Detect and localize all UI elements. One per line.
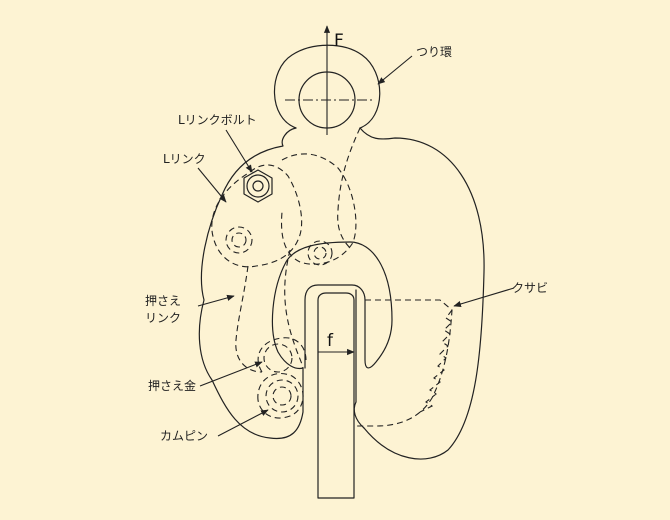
- force-label: F: [334, 31, 344, 51]
- hidden-lines: [211, 127, 453, 427]
- presser-metal-label: 押さえ金: [148, 378, 196, 393]
- leader-lines: [197, 55, 515, 437]
- pivot-circles: [225, 226, 333, 413]
- presser-link-label-line2: リンク: [145, 311, 181, 325]
- l-link-bolt-label: Lリンクボルト: [178, 113, 257, 127]
- presser-link-label-line1: 押さえ: [145, 294, 181, 308]
- clamp-body: [198, 127, 485, 460]
- lifting-eye-label: つり環: [416, 45, 452, 59]
- l-link-label: Lリンク: [163, 152, 206, 166]
- l-link-bolt: [243, 169, 273, 203]
- jaw-opening-label: f: [327, 331, 334, 351]
- steel-plate: [317, 292, 355, 499]
- cam-pin-label: カムピン: [160, 429, 208, 443]
- wedge-label: クサビ: [512, 281, 548, 295]
- wedge-teeth: [419, 309, 453, 413]
- jaw-opening-dimension: [317, 330, 355, 360]
